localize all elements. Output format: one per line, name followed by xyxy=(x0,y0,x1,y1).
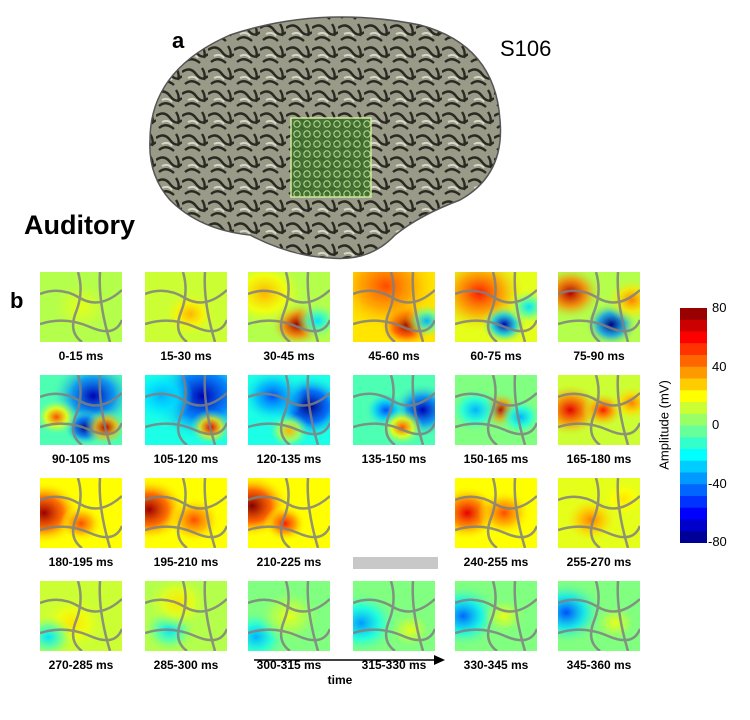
colorbar-segment xyxy=(680,437,707,450)
colorbar-segment xyxy=(680,378,707,391)
activity-blob xyxy=(189,409,227,445)
colorbar-segment xyxy=(680,531,707,543)
time-window-label: 15-30 ms xyxy=(160,349,212,363)
activity-blob xyxy=(267,412,311,445)
colorbar-label: Amplitude (mV) xyxy=(656,380,672,470)
activity-blob xyxy=(145,581,210,630)
activity-blob xyxy=(380,409,424,445)
time-window-label: 120-135 ms xyxy=(256,452,322,466)
colorbar-segment xyxy=(680,425,707,438)
time-window-label: 75-90 ms xyxy=(573,349,625,363)
panel-a-label: a xyxy=(172,28,185,53)
activity-blob xyxy=(248,375,305,424)
colorbar-segment xyxy=(680,390,707,403)
topography-map xyxy=(248,478,330,548)
activity-blob xyxy=(40,398,78,436)
topography-map xyxy=(558,375,640,445)
topography-map xyxy=(40,375,122,445)
topography-map xyxy=(455,478,537,548)
colorbar-segment xyxy=(680,449,707,461)
topography-map xyxy=(558,478,640,548)
subject-id: S106 xyxy=(500,36,552,61)
colorbar-segment xyxy=(680,484,707,497)
activity-blob xyxy=(594,604,637,642)
topography-map xyxy=(558,581,640,651)
activity-blob xyxy=(477,490,531,536)
colorbar-segment xyxy=(680,355,707,367)
colorbar-segment xyxy=(680,366,707,379)
topography-map xyxy=(145,375,227,445)
colorbar xyxy=(680,308,707,543)
colorbar-segment xyxy=(680,413,707,426)
colorbar-tick: 40 xyxy=(712,359,727,374)
time-window-label: 45-60 ms xyxy=(368,349,420,363)
colorbar-segment xyxy=(680,472,707,485)
topography-map xyxy=(40,581,122,651)
time-window-label: 150-165 ms xyxy=(463,452,529,466)
time-window-label: 270-285 ms xyxy=(48,658,114,672)
colorbar-segment xyxy=(680,331,707,344)
time-window-label: 60-75 ms xyxy=(470,349,522,363)
topography-map xyxy=(455,581,537,651)
colorbar-segment xyxy=(680,507,707,520)
time-window-label: 0-15 ms xyxy=(58,349,104,363)
time-window-label: 30-45 ms xyxy=(263,349,315,363)
activity-blob xyxy=(558,272,603,321)
topography-map xyxy=(455,375,537,445)
time-arrow xyxy=(254,655,445,665)
activity-blob xyxy=(84,409,122,445)
topography-map xyxy=(558,272,640,342)
topography-map xyxy=(353,272,435,342)
topography-map xyxy=(248,375,330,445)
time-window-label: 315-330 ms xyxy=(361,658,427,672)
time-window-label: 165-180 ms xyxy=(566,452,632,466)
colorbar-segment xyxy=(680,402,707,414)
topography-map xyxy=(145,478,227,548)
topography-map xyxy=(248,272,330,342)
topography-map xyxy=(145,581,227,651)
topography-map xyxy=(353,375,435,445)
time-window-label: 240-255 ms xyxy=(463,555,529,569)
colorbar-segment xyxy=(680,460,707,473)
activity-blob xyxy=(248,272,308,330)
time-window-label: 180-195 ms xyxy=(48,555,114,569)
time-window-label: 285-300 ms xyxy=(153,658,219,672)
topography-map xyxy=(455,272,537,342)
time-axis-label: time xyxy=(327,673,353,687)
colorbar-tick: 80 xyxy=(712,300,727,315)
colorbar-segment xyxy=(680,308,707,320)
time-window-label: 345-360 ms xyxy=(566,658,632,672)
blank-panel-bar xyxy=(353,557,438,569)
colorbar-tick: 0 xyxy=(712,417,720,432)
topography-map xyxy=(40,478,122,548)
brain-illustration xyxy=(149,16,502,260)
time-window-label: 90-105 ms xyxy=(51,452,111,466)
topography-map xyxy=(353,581,435,651)
condition-label: Auditory xyxy=(24,210,135,240)
time-window-label: 330-345 ms xyxy=(463,658,529,672)
activity-blob xyxy=(389,611,432,649)
time-window-label: 135-150 ms xyxy=(361,452,427,466)
colorbar-segment xyxy=(680,519,707,532)
activity-blob xyxy=(40,614,75,651)
topography-map xyxy=(40,272,122,342)
time-window-label: 210-225 ms xyxy=(256,555,322,569)
time-window-label: 300-315 ms xyxy=(256,658,322,672)
colorbar-segment xyxy=(680,319,707,332)
activity-blob xyxy=(263,505,307,542)
panel-b-label: b xyxy=(10,288,24,313)
colorbar-tick: -80 xyxy=(708,534,727,549)
time-window-label: 195-210 ms xyxy=(153,555,219,569)
topography-map xyxy=(145,272,227,342)
time-window-label: 105-120 ms xyxy=(153,452,219,466)
time-window-label: 255-270 ms xyxy=(566,555,632,569)
colorbar-tick: -40 xyxy=(708,476,727,491)
topography-map xyxy=(248,581,330,651)
colorbar-segment xyxy=(680,496,707,508)
colorbar-segment xyxy=(680,343,707,356)
